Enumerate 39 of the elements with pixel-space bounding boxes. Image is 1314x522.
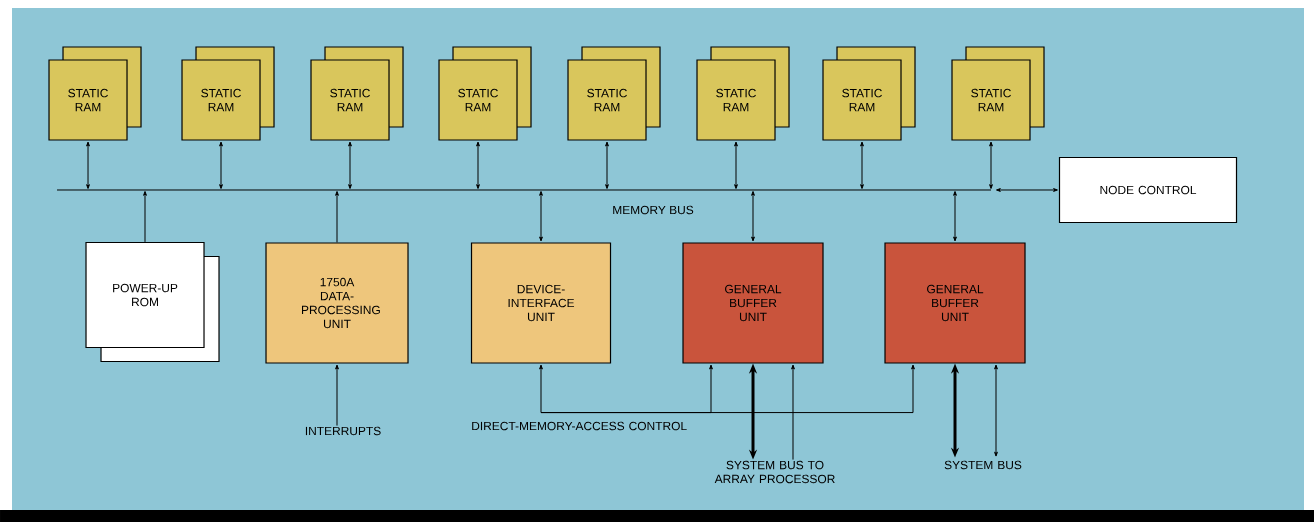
arrow [219,141,223,189]
arrow [751,190,755,242]
memory-box: STATIC RAM [822,46,916,141]
arrow [539,364,543,414]
process-box: 1750A DATA-PROCESSING UNIT [265,242,409,364]
process-box: GENERAL BUFFER UNIT [884,242,1026,364]
memory-box: STATIC RAM [951,46,1045,141]
memory-box: STATIC RAM [181,46,275,141]
arrow [734,141,738,189]
signal-label: DIRECT-MEMORY-ACCESS CONTROL [472,421,687,431]
arrow [335,190,339,243]
memory-box: STATIC RAM [567,46,661,141]
signal-label: SYSTEM BUS [944,460,1022,470]
signal-label: INTERRUPTS [305,426,381,436]
memory-box: STATIC RAM [438,46,532,141]
arrow [791,364,795,461]
signal-label: SYSTEM BUS TO ARRAY PROCESSOR [714,460,835,484]
arrow [994,364,998,457]
arrow [539,190,543,242]
arrow [86,141,90,189]
arrow [540,364,915,414]
arrow [143,190,147,243]
arrow [996,188,1058,192]
arrow [953,190,957,242]
memory-box: STATIC RAM [48,46,142,141]
arrow [476,141,480,189]
arrow [335,364,339,427]
bus-line [56,189,992,191]
memory-box: STATIC RAM [310,46,404,141]
process-box: DEVICE-INTERFACE UNIT [470,242,612,364]
memory-box: STATIC RAM [696,46,790,141]
bus-label: MEMORY BUS [613,205,694,215]
arrow [605,141,609,189]
arrow [860,141,864,189]
arrow [989,141,993,189]
process-box: GENERAL BUFFER UNIT [682,242,824,364]
memory-box: POWER-UP ROM [85,241,220,363]
process-box: NODE CONTROL [1058,156,1238,224]
arrow [348,141,352,189]
